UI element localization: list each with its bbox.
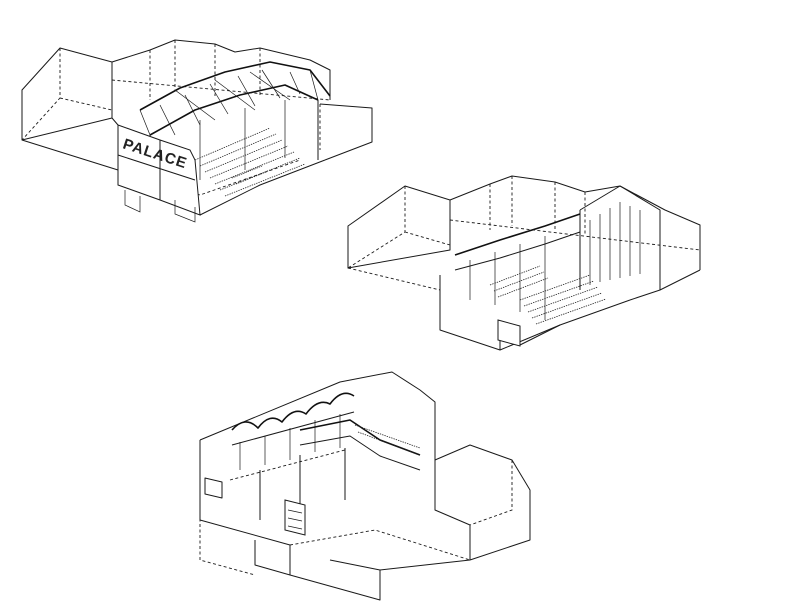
cutaway-view-1: PALACE <box>21 39 373 223</box>
cutaway-view-3 <box>199 371 531 601</box>
cutaway-view-2 <box>347 175 701 351</box>
